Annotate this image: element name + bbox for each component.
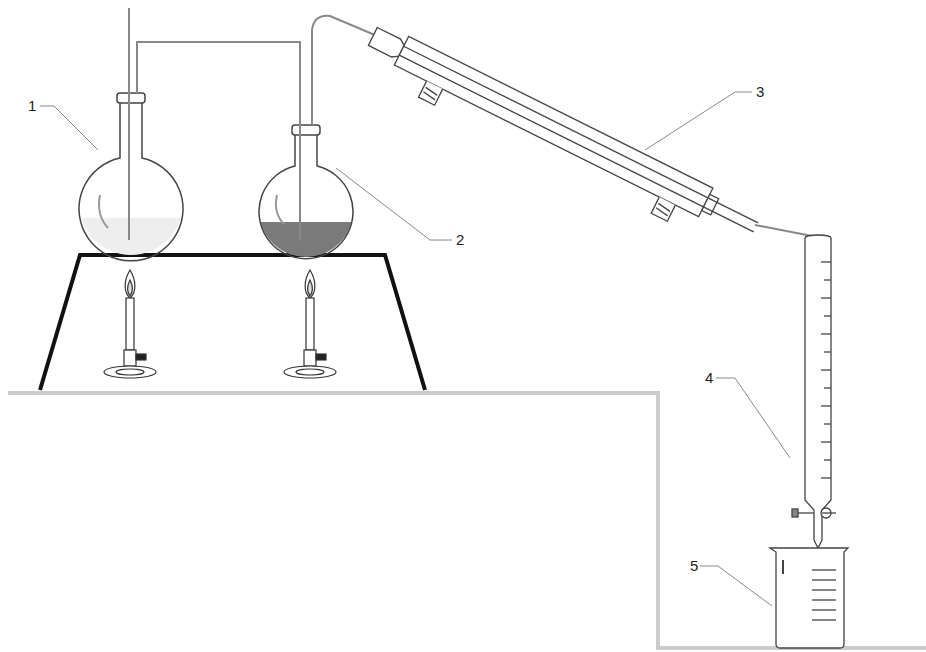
tripod-stand xyxy=(40,255,425,390)
condenser xyxy=(358,22,763,258)
graduation-mark xyxy=(824,387,831,388)
callout-number: 4 xyxy=(705,370,713,385)
callout-number: 1 xyxy=(28,98,36,113)
beaker xyxy=(770,548,848,648)
callout-number: 2 xyxy=(456,232,464,247)
volume-mark xyxy=(812,579,836,580)
burette xyxy=(792,235,836,548)
volume-mark xyxy=(812,619,836,620)
graduation-mark xyxy=(821,297,831,298)
callout-number: 3 xyxy=(756,84,764,99)
graduation-mark xyxy=(821,477,831,478)
glass-tube xyxy=(129,8,382,240)
graduation-mark xyxy=(821,333,831,334)
graduation-mark xyxy=(824,279,831,280)
graduation-mark xyxy=(824,315,831,316)
graduation-mark xyxy=(824,351,831,352)
graduation-mark xyxy=(821,441,831,442)
volume-mark xyxy=(812,599,836,600)
volume-mark xyxy=(812,569,836,570)
graduation-mark xyxy=(821,405,831,406)
flask xyxy=(70,93,200,268)
bunsen-burner xyxy=(104,270,336,378)
graduation-mark xyxy=(821,261,831,262)
volume-mark xyxy=(812,589,836,590)
volume-mark xyxy=(812,609,836,610)
callout-number: 5 xyxy=(690,558,698,573)
graduation-mark xyxy=(821,369,831,370)
graduation-mark xyxy=(824,423,831,424)
graduation-mark xyxy=(824,459,831,460)
leader-line xyxy=(40,92,790,606)
bench xyxy=(8,393,926,648)
flask xyxy=(250,125,370,272)
